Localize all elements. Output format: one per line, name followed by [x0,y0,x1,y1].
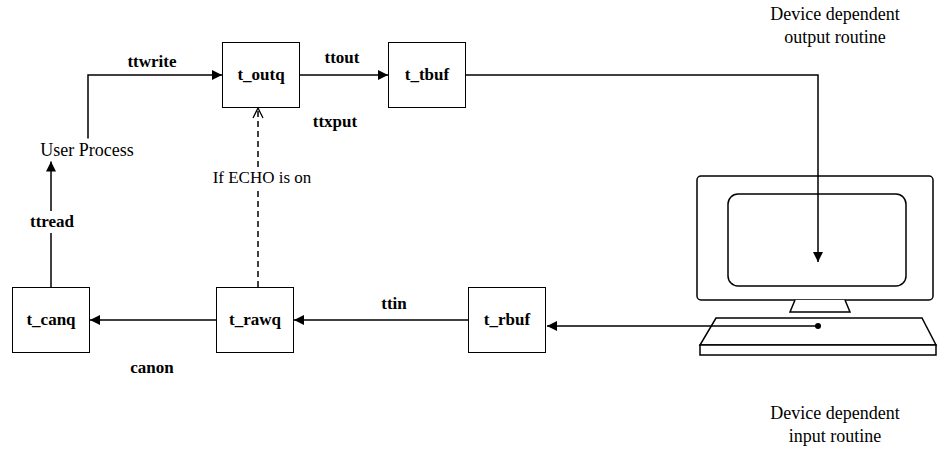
connector [90,319,216,321]
node-text: t_rbuf [484,310,530,330]
output-wire [466,75,818,262]
edge-label: canon [130,358,173,378]
connector [88,75,222,139]
node-text: User Process [40,140,133,161]
buffer-box: t_tbuf [388,42,466,108]
edge-label: ttout [325,48,360,68]
queue-box: t_outq [222,42,300,108]
routine-note: Device dependent output routine [760,3,910,49]
monitor-screen [728,194,906,286]
edge-label: ttxput [313,112,357,132]
queue-box: t_canq [12,287,90,353]
node-text: t_rawq [229,310,281,330]
edge-label: ttread [27,211,77,233]
node-text: t_tbuf [405,65,449,85]
connector [257,108,259,287]
node-text: t_outq [237,65,284,85]
keyboard-front [700,345,936,355]
monitor-housing [697,176,933,300]
node-text: t_canq [26,310,75,330]
edge-label: ttwrite [127,52,176,72]
queue-box: t_rawq [216,287,294,353]
buffer-box: t_rbuf [468,287,546,353]
routine-note: Device dependent input routine [760,402,910,448]
edge-label: ttin [381,294,407,314]
condition-note: If ECHO is on [210,167,315,189]
connector [300,74,388,76]
connector [294,319,468,321]
monitor-stand [790,300,850,312]
process-label: User Process [38,139,136,162]
input-wire [547,325,818,327]
keyboard-top [700,318,936,345]
